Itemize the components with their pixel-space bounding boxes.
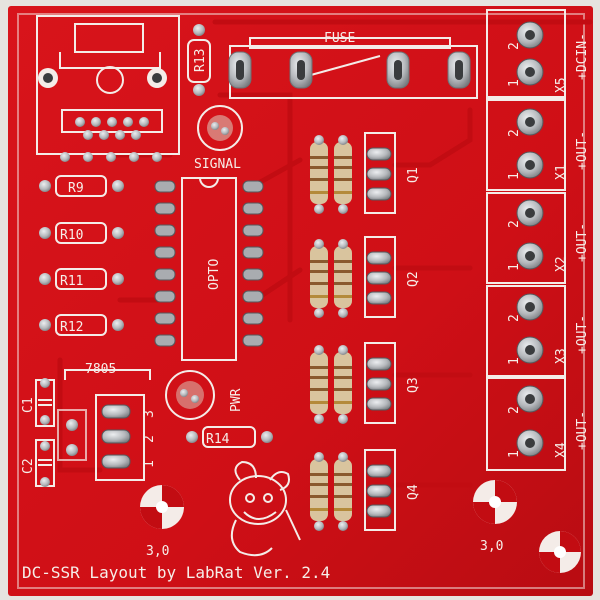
- signal-label: SIGNAL: [194, 157, 241, 172]
- resistor-r9: R9: [39, 175, 124, 197]
- x5-pin1: 1: [507, 79, 522, 87]
- x1-ref: X1: [554, 164, 569, 180]
- pwr-label: PWR: [229, 388, 244, 412]
- q2-label: Q2: [406, 271, 421, 287]
- rj-connector: [36, 15, 180, 162]
- x4-pin1: 1: [507, 450, 522, 458]
- opto-ic: OPTO: [154, 177, 264, 361]
- vreg-pin-2: 2: [142, 435, 157, 443]
- x2-ref: X2: [554, 256, 569, 272]
- vreg-7805: 7805 3 2 1: [64, 362, 157, 481]
- transistor-group-q1: Q1: [310, 132, 421, 214]
- r13-label: R13: [193, 49, 208, 72]
- x4-label: +OUT-: [575, 411, 590, 450]
- terminal-block-x5: 2 1 X5 +DCIN-: [486, 9, 590, 99]
- labrat-logo: [229, 460, 301, 557]
- x2-pin2: 2: [507, 220, 522, 228]
- x3-label: +OUT-: [575, 315, 590, 354]
- terminal-block-x4: 2 1 X4 +OUT-: [486, 377, 590, 471]
- vreg-pin-3: 3: [142, 410, 157, 418]
- capacitor-c2: C2: [21, 439, 55, 487]
- x2-pin1: 1: [507, 263, 522, 271]
- resistor-r14: R14: [186, 426, 273, 448]
- q4-label: Q4: [406, 484, 421, 500]
- mounting-hole-corner: [539, 531, 581, 573]
- mounting-hole-right: 3,0: [473, 480, 517, 554]
- x4-ref: X4: [554, 442, 569, 458]
- x5-ref: X5: [554, 77, 569, 93]
- resistor-pair-q3: [310, 345, 352, 424]
- resistor-r10: R10: [39, 222, 124, 244]
- q1-label: Q1: [406, 167, 421, 183]
- opto-label: OPTO: [207, 259, 222, 290]
- resistor-r11: R11: [39, 268, 124, 290]
- r12-label: R12: [60, 320, 83, 335]
- c2-label: C2: [21, 458, 36, 474]
- vreg-pin-1: 1: [142, 460, 157, 468]
- x1-pin2: 2: [507, 129, 522, 137]
- x1-pin1: 1: [507, 172, 522, 180]
- r9-label: R9: [68, 181, 84, 196]
- x2-label: +OUT-: [575, 223, 590, 262]
- terminal-block-x1: 2 1 X1 +OUT-: [486, 99, 590, 191]
- signal-led: SIGNAL: [194, 105, 243, 172]
- x1-label: +OUT-: [575, 131, 590, 170]
- fuse-holder: FUSE: [228, 31, 478, 99]
- hole-right-label: 3,0: [480, 539, 503, 554]
- board-title: DC-SSR Layout by LabRat Ver. 2.4: [22, 563, 330, 582]
- transistor-group-q3: Q3: [310, 342, 421, 424]
- x3-pin2: 2: [507, 314, 522, 322]
- mounting-hole-left: 3,0: [140, 485, 184, 559]
- transistor-group-q2: Q2: [310, 236, 421, 318]
- resistor-pair-q1: [310, 135, 352, 214]
- r11-label: R11: [60, 274, 83, 289]
- r10-label: R10: [60, 228, 83, 243]
- resistor-r13: R13: [187, 24, 211, 96]
- x3-ref: X3: [554, 348, 569, 364]
- x4-pin2: 2: [507, 406, 522, 414]
- c1-label: C1: [21, 397, 36, 413]
- x5-label: +DCIN-: [575, 33, 590, 80]
- q3-label: Q3: [406, 377, 421, 393]
- x3-pin1: 1: [507, 357, 522, 365]
- terminal-block-x2: 2 1 X2 +OUT-: [486, 192, 590, 284]
- capacitor-c1: C1: [21, 378, 55, 427]
- r14-label: R14: [206, 432, 230, 447]
- transistor-group-q4: Q4: [310, 449, 421, 531]
- board-outline: [17, 13, 585, 589]
- hole-left-label: 3,0: [146, 544, 169, 559]
- vreg-label: 7805: [85, 362, 116, 377]
- resistor-pair-q2: [310, 239, 352, 318]
- resistor-r12: R12: [39, 314, 124, 336]
- pwr-led: PWR: [165, 370, 244, 420]
- x5-pin2: 2: [507, 42, 522, 50]
- terminal-block-x3: 2 1 X3 +OUT-: [486, 285, 590, 377]
- resistor-pair-q4: [310, 452, 352, 531]
